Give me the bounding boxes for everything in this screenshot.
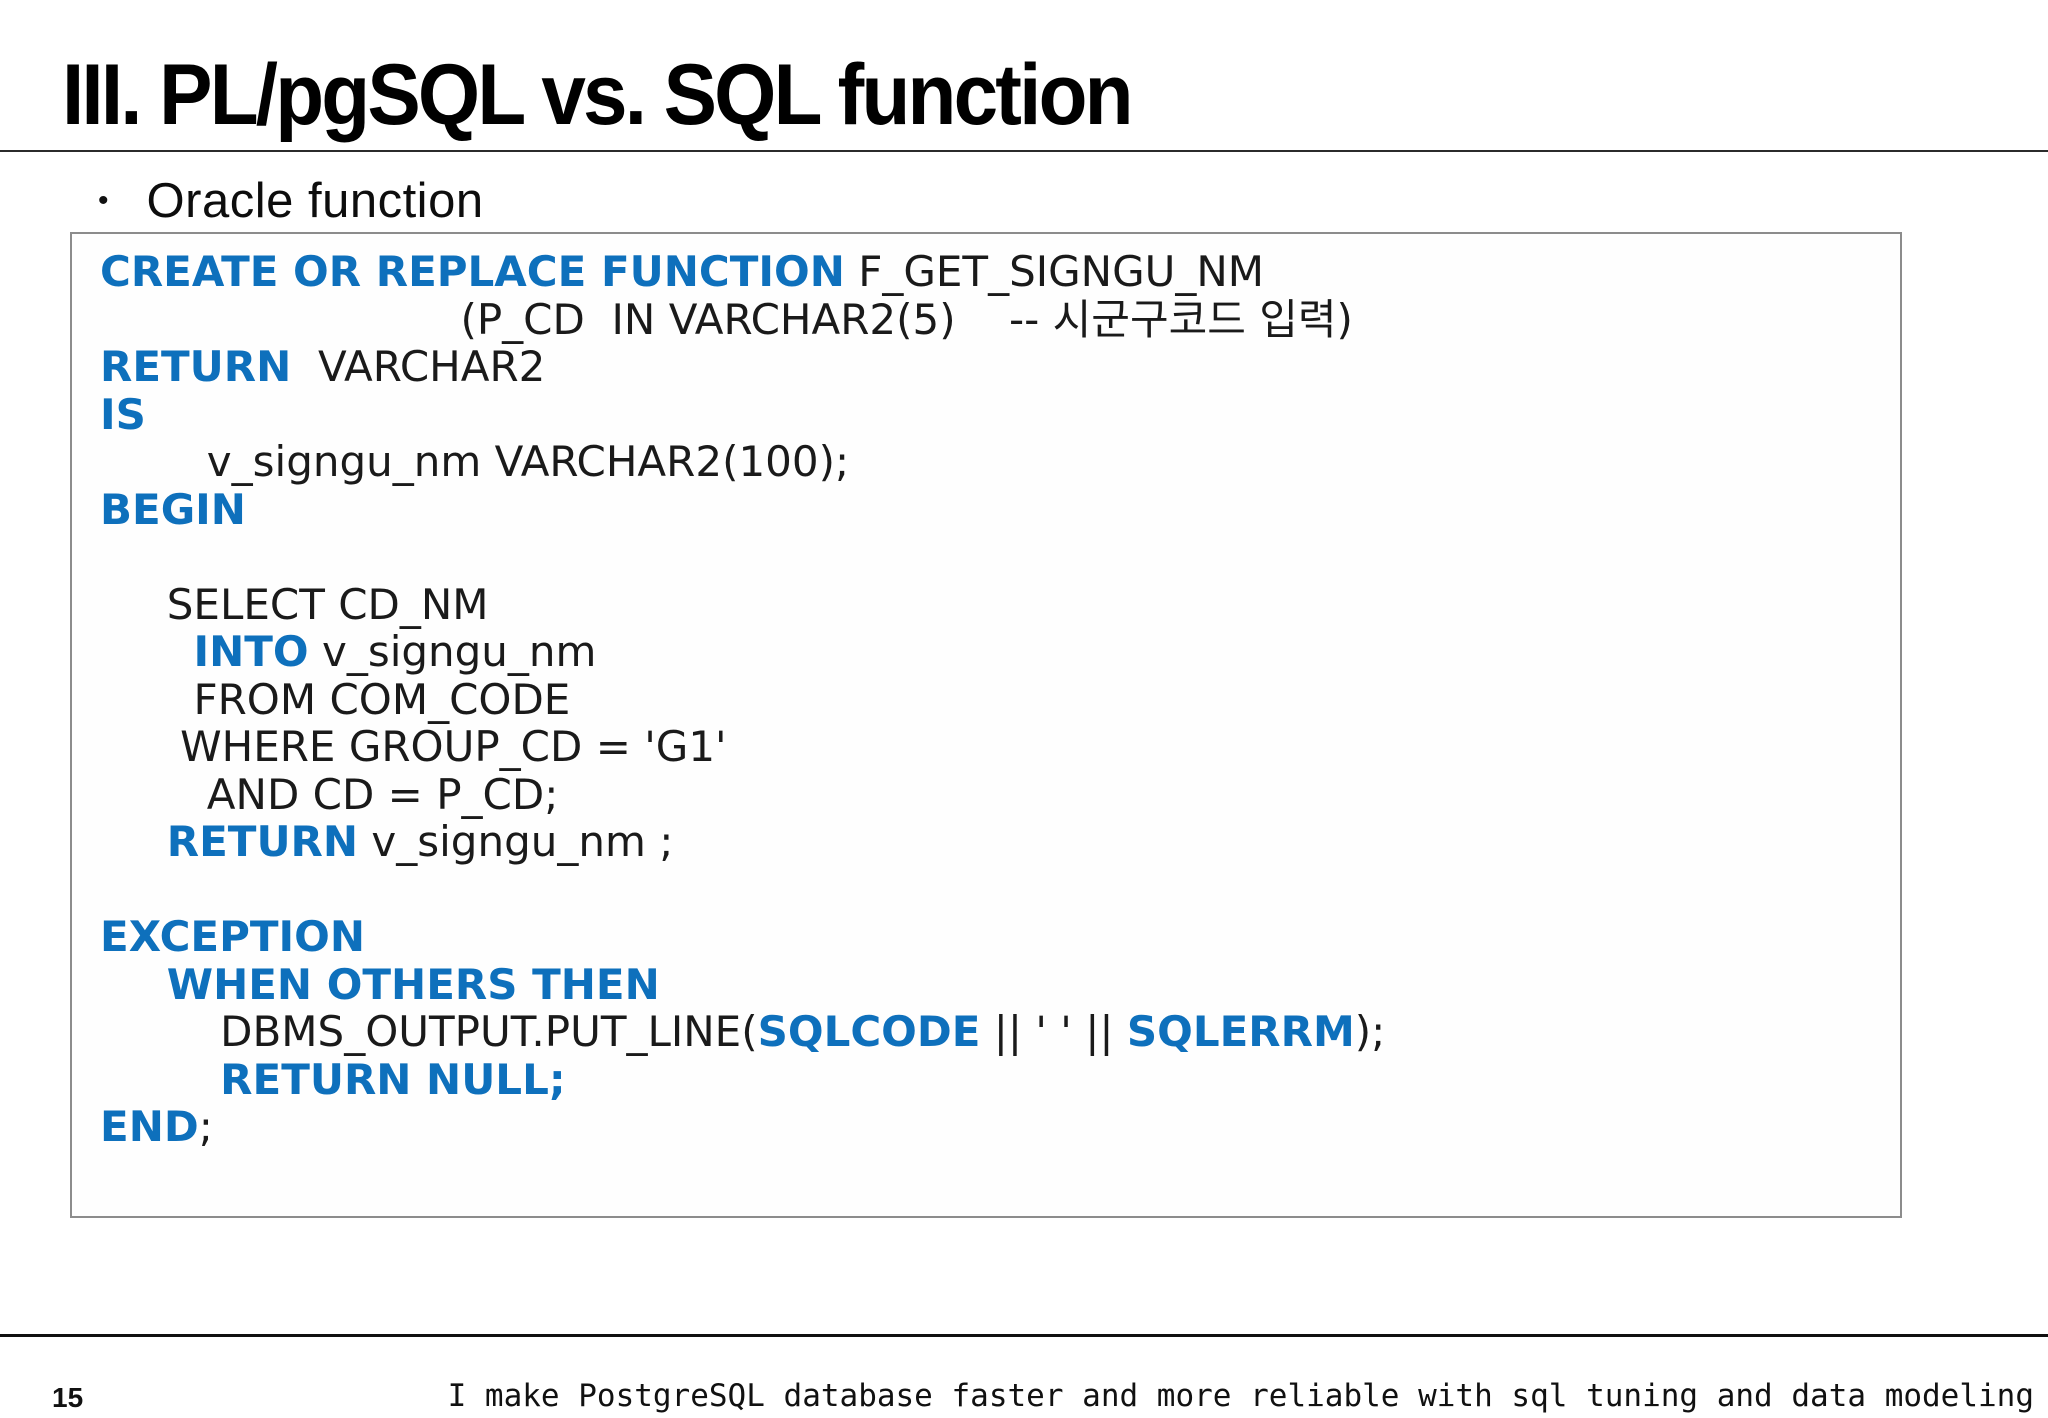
- sql-keyword: INTO: [193, 627, 309, 676]
- code-line: v_signgu_nm VARCHAR2(100);: [100, 438, 1890, 486]
- footer-tagline: I make PostgreSQL database faster and mo…: [447, 1378, 2034, 1414]
- sql-keyword: BEGIN: [100, 484, 246, 534]
- code-line: BEGIN: [100, 484, 1890, 534]
- sql-text: F_GET_SIGNGU_NM: [844, 247, 1265, 296]
- code-lines: CREATE OR REPLACE FUNCTION F_GET_SIGNGU_…: [100, 248, 1890, 1151]
- sql-text: ;: [198, 1102, 213, 1151]
- sql-text: [100, 817, 167, 866]
- sql-text: || ' ' ||: [980, 1007, 1127, 1056]
- sql-keyword: RETURN: [100, 342, 292, 391]
- code-line: RETURN v_signgu_nm ;: [100, 818, 1890, 866]
- page-number: 15: [52, 1382, 84, 1413]
- code-line: SELECT CD_NM: [100, 579, 1890, 629]
- sql-keyword: SQLERRM: [1126, 1007, 1355, 1056]
- sql-keyword: RETURN NULL;: [220, 1054, 566, 1104]
- sql-text: DBMS_OUTPUT.PUT_LINE(: [100, 1007, 758, 1056]
- code-line: FROM COM_CODE: [100, 674, 1890, 724]
- code-line: END;: [100, 1103, 1890, 1151]
- sql-text: AND CD = P_CD;: [100, 769, 559, 819]
- code-box: CREATE OR REPLACE FUNCTION F_GET_SIGNGU_…: [70, 232, 1902, 1218]
- code-line: RETURN NULL;: [100, 1054, 1890, 1104]
- sql-text: [100, 960, 167, 1009]
- code-line: [100, 533, 1890, 581]
- sql-text: VARCHAR2: [291, 342, 546, 391]
- title-underline: [0, 150, 2048, 152]
- sql-text: v_signgu_nm VARCHAR2(100);: [100, 437, 850, 486]
- sql-text: WHERE GROUP_CD = 'G1': [100, 722, 727, 771]
- sql-keyword: SQLCODE: [757, 1007, 981, 1056]
- sql-keyword: RETURN: [166, 817, 359, 866]
- sql-text: [100, 1055, 220, 1104]
- sql-text: SELECT CD_NM: [100, 579, 489, 629]
- code-line: IS: [100, 389, 1890, 439]
- sql-keyword: CREATE OR REPLACE FUNCTION: [100, 247, 845, 296]
- bullet-icon: •: [98, 184, 109, 217]
- code-line: AND CD = P_CD;: [100, 769, 1890, 819]
- footer-rule: [0, 1334, 2048, 1337]
- sql-text: (P_CD IN VARCHAR2(5) -- 시군구코드 입력): [100, 294, 1353, 344]
- code-line: INTO v_signgu_nm: [100, 628, 1890, 676]
- bullet-row: • Oracle function: [98, 176, 484, 226]
- sql-keyword: END: [100, 1102, 199, 1151]
- code-line: (P_CD IN VARCHAR2(5) -- 시군구코드 입력): [100, 294, 1890, 344]
- sql-text: v_signgu_nm ;: [358, 817, 674, 866]
- code-line: CREATE OR REPLACE FUNCTION F_GET_SIGNGU_…: [100, 248, 1890, 296]
- sql-keyword: WHEN OTHERS THEN: [166, 959, 660, 1009]
- code-line: [100, 866, 1890, 914]
- sql-text: v_signgu_nm: [308, 627, 597, 676]
- sql-text: FROM COM_CODE: [100, 674, 571, 724]
- page-title: III. PL/pgSQL vs. SQL function: [62, 47, 1134, 143]
- code-line: WHERE GROUP_CD = 'G1': [100, 723, 1890, 771]
- bullet-label: Oracle function: [146, 174, 484, 228]
- code-line: DBMS_OUTPUT.PUT_LINE(SQLCODE || ' ' || S…: [100, 1008, 1890, 1056]
- sql-text: [100, 627, 193, 676]
- code-line: EXCEPTION: [100, 913, 1890, 961]
- code-line: RETURN VARCHAR2: [100, 343, 1890, 391]
- code-line: WHEN OTHERS THEN: [100, 959, 1890, 1009]
- sql-keyword: IS: [100, 389, 146, 439]
- sql-text: );: [1354, 1007, 1386, 1056]
- sql-keyword: EXCEPTION: [100, 912, 366, 961]
